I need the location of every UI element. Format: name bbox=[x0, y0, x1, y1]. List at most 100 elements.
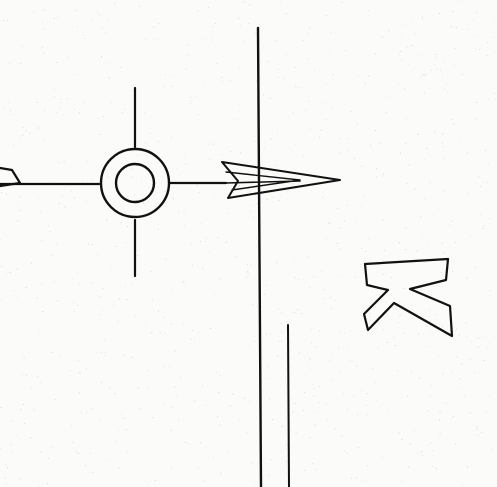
speckle-dot bbox=[261, 222, 263, 224]
speckle-dot bbox=[308, 32, 309, 34]
speckle-dot bbox=[432, 465, 434, 467]
speckle-dot bbox=[220, 424, 222, 426]
speckle-dot bbox=[17, 220, 19, 222]
speckle-dot bbox=[53, 281, 55, 283]
speckle-dot bbox=[427, 241, 429, 243]
speckle-dot bbox=[30, 262, 32, 264]
speckle-dot bbox=[198, 114, 199, 116]
speckle-dot bbox=[444, 88, 446, 90]
speckle-dot bbox=[270, 138, 272, 140]
speckle-dot bbox=[245, 276, 247, 278]
speckle-dot bbox=[298, 352, 300, 354]
speckle-dot bbox=[247, 264, 248, 266]
speckle-dot bbox=[417, 133, 419, 135]
speckle-dot bbox=[247, 272, 249, 274]
speckle-dot bbox=[19, 136, 21, 138]
speckle-dot bbox=[105, 32, 106, 34]
speckle-dot bbox=[428, 87, 430, 89]
speckle-dot bbox=[357, 447, 359, 448]
speckle-dot bbox=[321, 270, 323, 272]
speckle-dot bbox=[70, 190, 72, 192]
vertical-line-short bbox=[287, 324, 290, 487]
speckle-dot bbox=[302, 410, 304, 411]
speckle-dot bbox=[439, 411, 441, 413]
speckle-dot bbox=[471, 465, 473, 466]
speckle-dot bbox=[449, 366, 451, 368]
speckle-dot bbox=[81, 411, 82, 413]
speckle-dot bbox=[252, 205, 254, 207]
speckle-dot bbox=[7, 19, 8, 21]
speckle-dot bbox=[195, 96, 197, 98]
speckle-dot bbox=[376, 176, 378, 178]
speckle-dot bbox=[308, 100, 310, 102]
speckle-dot bbox=[232, 393, 234, 395]
speckle-dot bbox=[190, 96, 191, 98]
speckle-dot bbox=[98, 14, 100, 16]
speckle-dot bbox=[190, 243, 192, 245]
speckle-dot bbox=[248, 344, 250, 346]
speckle-dot bbox=[47, 483, 48, 484]
speckle-dot bbox=[30, 387, 32, 388]
speckle-dot bbox=[479, 214, 481, 216]
speckle-dot bbox=[453, 84, 455, 86]
speckle-dot bbox=[474, 372, 476, 374]
arrowhead-inner-stroke bbox=[225, 171, 301, 191]
speckle-dot bbox=[383, 173, 384, 175]
speckle-dot bbox=[3, 107, 5, 108]
speckle-dot bbox=[421, 451, 422, 453]
speckle-dot bbox=[399, 55, 401, 57]
speckle-dot bbox=[172, 75, 174, 77]
speckle-dot bbox=[356, 413, 358, 415]
speckle-dot bbox=[398, 322, 399, 324]
speckle-dot bbox=[133, 89, 135, 91]
speckle-dot bbox=[346, 409, 348, 411]
speckle-dot bbox=[351, 360, 353, 362]
speckle-dot bbox=[315, 346, 317, 348]
speckle-dot bbox=[61, 195, 63, 196]
speckle-dot bbox=[340, 138, 341, 139]
speckle-dot bbox=[466, 278, 468, 279]
speckle-dot bbox=[249, 190, 251, 192]
speckle-dot bbox=[210, 328, 211, 329]
speckle-dot bbox=[86, 200, 87, 202]
speckle-dot bbox=[427, 445, 429, 446]
speckle-dot bbox=[218, 392, 220, 393]
speckle-dot bbox=[43, 140, 45, 141]
speckle-dot bbox=[383, 249, 385, 251]
speckle-dot bbox=[493, 93, 495, 95]
speckle-dot bbox=[338, 346, 340, 348]
speckle-dot bbox=[346, 205, 348, 206]
speckle-dot bbox=[486, 54, 488, 56]
speckle-dot bbox=[5, 483, 7, 485]
speckle-dot bbox=[89, 316, 91, 318]
speckle-dot bbox=[388, 409, 389, 411]
speckle-dot bbox=[42, 22, 44, 24]
speckle-dot bbox=[310, 328, 312, 330]
speckle-dot bbox=[423, 198, 425, 200]
speckle-dot bbox=[58, 305, 59, 306]
speckle-dot bbox=[253, 218, 255, 220]
speckle-dot bbox=[485, 149, 487, 151]
speckle-dot bbox=[419, 378, 420, 379]
speckle-dot bbox=[212, 93, 214, 95]
speckle-dot bbox=[235, 255, 237, 257]
speckle-dot bbox=[49, 21, 51, 23]
speckle-dot bbox=[198, 192, 200, 193]
speckle-dot bbox=[374, 53, 376, 55]
speckle-dot bbox=[92, 356, 94, 358]
speckle-dot bbox=[247, 271, 249, 273]
speckle-dot bbox=[44, 9, 46, 11]
speckle-dot bbox=[436, 54, 437, 55]
speckle-dot bbox=[259, 23, 261, 25]
speckle-dot bbox=[217, 416, 218, 418]
speckle-dot bbox=[75, 9, 77, 11]
speckle-dot bbox=[415, 251, 417, 253]
speckle-dot bbox=[85, 412, 87, 414]
speckle-dot bbox=[173, 153, 175, 155]
speckle-dot bbox=[295, 309, 297, 311]
speckle-dot bbox=[115, 441, 117, 443]
speckle-dot bbox=[183, 210, 185, 212]
speckle-dot bbox=[185, 68, 187, 70]
speckle-dot bbox=[339, 152, 341, 154]
speckle-dot bbox=[466, 152, 468, 154]
